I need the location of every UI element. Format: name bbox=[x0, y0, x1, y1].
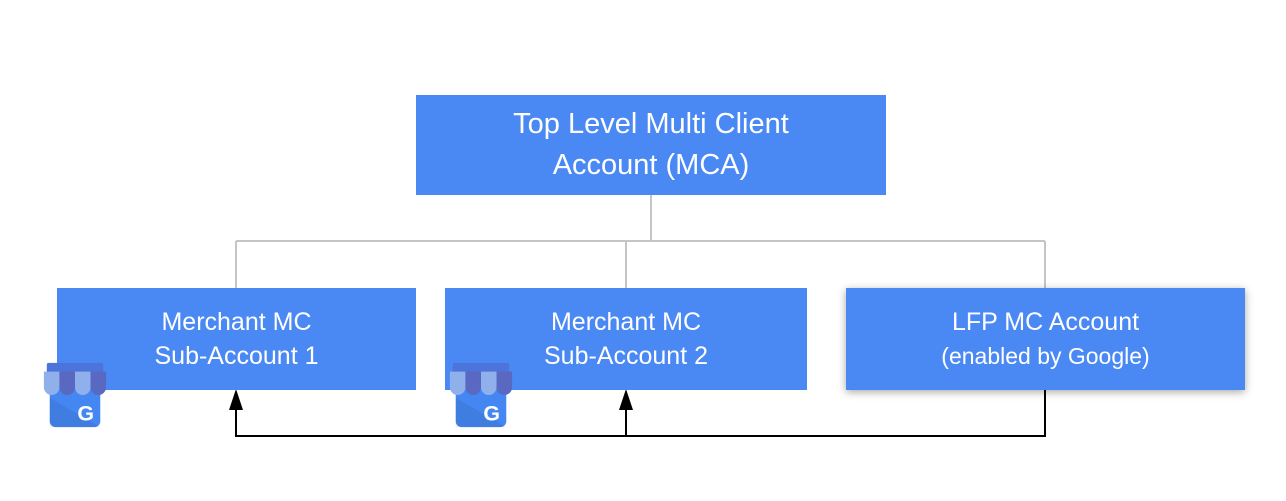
node-lfp-mc-account-line2: (enabled by Google) bbox=[941, 343, 1150, 369]
google-business-profile-icon: G bbox=[43, 362, 107, 428]
node-merchant-sub-account-1: Merchant MC Sub-Account 1 bbox=[57, 288, 416, 390]
node-merchant-sub-account-1-line1: Merchant MC bbox=[161, 308, 312, 336]
arrowhead-sub1 bbox=[229, 389, 243, 410]
node-merchant-sub-account-2-line1: Merchant MC bbox=[550, 308, 702, 336]
node-top-level-mca-line2: Account (MCA) bbox=[552, 149, 750, 181]
arrow-path-lfp-to-sub1 bbox=[235, 390, 1046, 437]
google-g-letter: G bbox=[483, 401, 500, 425]
referral-arrows bbox=[235, 390, 1046, 437]
node-merchant-sub-account-1-line2: Sub-Account 1 bbox=[154, 342, 319, 370]
node-lfp-mc-account: LFP MC Account (enabled by Google) bbox=[846, 288, 1245, 390]
google-business-profile-icon: G bbox=[449, 362, 513, 428]
tree-connectors bbox=[235, 195, 1046, 288]
google-g-letter: G bbox=[77, 401, 94, 425]
node-merchant-sub-account-2-line2: Sub-Account 2 bbox=[544, 342, 708, 370]
arrowhead-sub2 bbox=[619, 389, 633, 410]
node-lfp-mc-account-line1: LFP MC Account bbox=[951, 308, 1140, 336]
arrowheads bbox=[229, 389, 633, 410]
node-top-level-mca-line1: Top Level Multi Client bbox=[513, 108, 789, 140]
node-top-level-mca: Top Level Multi Client Account (MCA) bbox=[416, 95, 886, 195]
node-merchant-sub-account-2: Merchant MC Sub-Account 2 bbox=[445, 288, 807, 390]
